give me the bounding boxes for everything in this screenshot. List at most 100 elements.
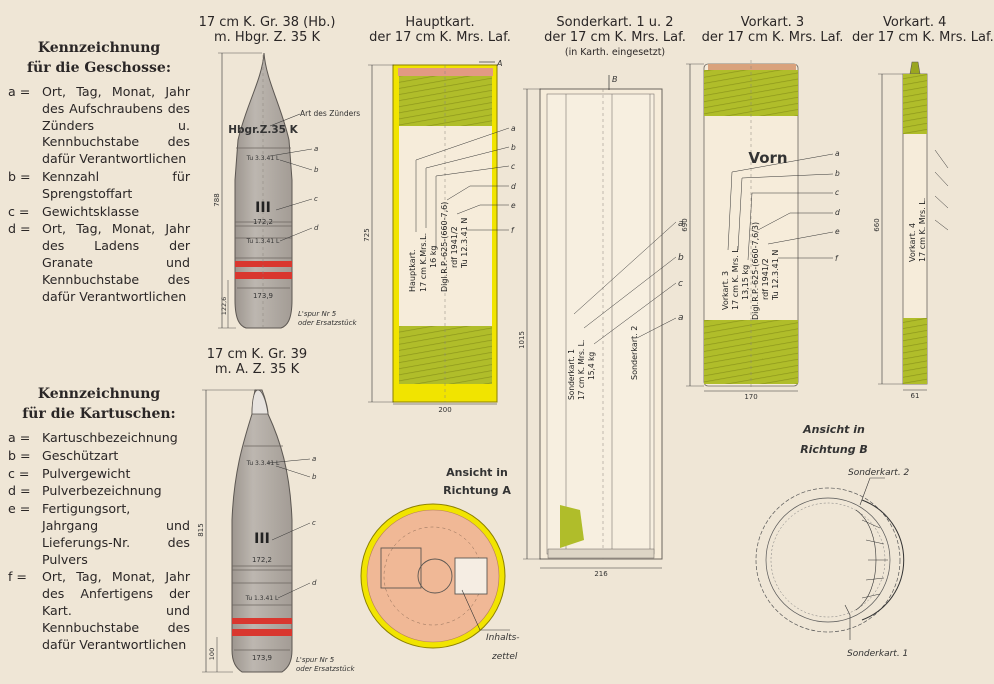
shell-38-drawing: Hbgr.Z.35 K Art des Zünders Tu 3.3.41 L … bbox=[213, 52, 360, 329]
vorkart4-line-1: Vorkart. 4 bbox=[908, 223, 917, 262]
view-a-note-2: zettel bbox=[491, 652, 518, 662]
legend-shell-item-c: c =Gewichtsklasse bbox=[8, 203, 140, 219]
shell38-tracer-1: L'spur Nr 5 bbox=[298, 310, 337, 318]
shell38-mark-c: c bbox=[314, 195, 318, 203]
shell39-tracer-1: L'spur Nr 5 bbox=[296, 656, 335, 664]
hauptkart-mark-a: a bbox=[511, 124, 516, 133]
hauptkart-mark-c: c bbox=[511, 162, 516, 171]
hauptkart-diam: 200 bbox=[438, 406, 451, 414]
vorkart3-line-5: rdf 1941/2 bbox=[761, 258, 770, 300]
shell38-mark-b: b bbox=[314, 166, 319, 174]
hauptkart-drawing: Hauptkart. 17 cm K.Mrs.L. 16 kg Digl.R.P… bbox=[363, 59, 516, 414]
shell39-mark-c: c bbox=[312, 519, 316, 527]
vorkart3-line-2: 17 cm K. Mrs. L. bbox=[731, 246, 740, 310]
hauptkart-mark-d: d bbox=[511, 182, 516, 191]
shell39-stamp-b: Tu 3.3.41 L bbox=[246, 460, 280, 467]
title-vorkart-4: Vorkart. 4 der 17 cm K. Mrs. Laf. bbox=[852, 15, 994, 45]
view-b-label-s2: Sonderkart. 2 bbox=[848, 468, 910, 478]
legend-cartridge-heading: Kennzeichnung für die Kartuschen: bbox=[22, 386, 176, 422]
legend-shell-item-b: b =Kennzahl für Sprengstoffart bbox=[8, 168, 190, 201]
sonderkart-mark-a: a bbox=[678, 219, 684, 229]
vorkart3-mark-c: c bbox=[835, 188, 840, 197]
vorkart3-mark-a: a bbox=[835, 149, 840, 158]
shell38-mark-a: a bbox=[314, 145, 318, 153]
vorkart3-line-4: Digl.R.P.-625-(660-7,6/3) bbox=[751, 222, 760, 320]
hauptkart-line-5: rdf 1941/2 bbox=[450, 226, 459, 268]
title-shell-39: 17 cm K. Gr. 39 m. A. Z. 35 K bbox=[206, 347, 308, 377]
sonderkart1-line-3: 15,4 kg bbox=[587, 352, 596, 380]
view-a-title-1: Ansicht in bbox=[446, 466, 508, 479]
hauptkart-line-4: Digl.R.P.-625-(660-7,6) bbox=[440, 202, 449, 292]
sonderkart-mark-b: b bbox=[678, 253, 684, 263]
shell-39-drawing: Tu 3.3.41 L III 172,2 Tu 1.3.41 L 173,9 … bbox=[197, 389, 355, 673]
shell39-mark-b: b bbox=[312, 473, 317, 481]
vorkart4-height: 660 bbox=[873, 218, 881, 231]
shell38-mark-d: d bbox=[314, 224, 319, 232]
view-a-title-2: Richtung A bbox=[443, 484, 511, 497]
vorkart3-mark-f: f bbox=[835, 254, 839, 263]
sonderkart-mark-c: c bbox=[678, 279, 683, 289]
shell39-num-c: 172,2 bbox=[252, 556, 272, 564]
vorkart4-diam: 61 bbox=[911, 392, 920, 400]
shell38-weight-class: III bbox=[255, 200, 271, 216]
title-shell-38: 17 cm K. Gr. 38 (Hb.) m. Hbgr. Z. 35 K bbox=[198, 15, 336, 45]
title-vorkart-3: Vorkart. 3 der 17 cm K. Mrs. Laf. bbox=[701, 15, 844, 45]
shell38-fuze-mark: Hbgr.Z.35 K bbox=[228, 124, 298, 136]
view-a-drawing: Ansicht in Richtung A Inhalts- zettel bbox=[360, 466, 520, 662]
hauptkart-line-3: 16 kg bbox=[429, 246, 438, 268]
sonderkart-height: 1015 bbox=[518, 331, 526, 349]
shell39-mark-a: a bbox=[312, 455, 316, 463]
vorkart3-diam: 170 bbox=[744, 393, 757, 401]
legend-cartridge-item-a: a =Kartuschbezeichnung bbox=[8, 430, 178, 445]
hauptkart-tag-a: A bbox=[496, 59, 502, 68]
legend-shell-heading: Kennzeichnung für die Geschosse: bbox=[27, 40, 171, 76]
sonderkart-tag-b: B bbox=[612, 75, 618, 84]
title-sonderkart: Sonderkart. 1 u. 2 der 17 cm K. Mrs. Laf… bbox=[544, 15, 686, 58]
hauptkart-mark-f: f bbox=[511, 226, 515, 235]
shell39-tracer-2: oder Ersatzstück bbox=[296, 665, 355, 673]
vorkart3-mark-b: b bbox=[835, 169, 840, 178]
hauptkart-height: 725 bbox=[363, 228, 371, 241]
view-b-title-2: Richtung B bbox=[800, 443, 868, 456]
shell39-weight-class: III bbox=[254, 531, 270, 547]
sonderkart-diam: 216 bbox=[594, 570, 608, 578]
shell38-stamp-d: Tu 1.3.41 L bbox=[246, 238, 280, 245]
shell39-len-total: 815 bbox=[197, 523, 205, 536]
hauptkart-line-1: Hauptkart. bbox=[408, 249, 417, 292]
legend-cartridge-item-d: d =Pulverbezeichnung bbox=[8, 483, 162, 499]
shell38-tracer-2: oder Ersatzstück bbox=[298, 319, 357, 327]
legend-shell-item-d: d =Ort, Tag, Monat, Jahr des Ladens der … bbox=[8, 221, 190, 304]
vorkart3-height: 690 bbox=[681, 218, 689, 231]
legend-shell-item-a: a =Ort, Tag, Monat, Jahr des Aufschraube… bbox=[8, 84, 190, 167]
vorkart3-vorn: Vorn bbox=[748, 149, 787, 167]
shell38-fuze-note: Art des Zünders bbox=[300, 109, 360, 118]
vorkart3-line-3: 13,15 kg bbox=[741, 265, 750, 300]
legend-cartridge-markings: Kennzeichnung für die Kartuschen: a =Kar… bbox=[8, 384, 190, 654]
sonderkart2-label: Sonderkart. 2 bbox=[630, 326, 639, 380]
legend-shell-markings: Kennzeichnung für die Geschosse: a =Ort,… bbox=[8, 38, 190, 306]
shell38-num-c: 172,2 bbox=[253, 218, 273, 226]
hauptkart-mark-e: e bbox=[511, 201, 516, 210]
vorkart3-line-1: Vorkart. 3 bbox=[721, 271, 730, 310]
sonderkart-mark-a2: a bbox=[678, 313, 684, 323]
hauptkart-mark-b: b bbox=[511, 143, 516, 152]
shell39-diam: 173,9 bbox=[252, 654, 272, 662]
shell38-diam: 173,9 bbox=[253, 292, 273, 300]
sonderkart1-line-2: 17 cm K. Mrs. L. bbox=[577, 340, 586, 400]
view-b-title-1: Ansicht in bbox=[802, 423, 865, 436]
legend-cartridge-item-c: c =Pulvergewicht bbox=[8, 465, 131, 481]
view-a-note-1: Inhalts- bbox=[486, 633, 520, 643]
legend-cartridge-item-b: b =Geschützart bbox=[8, 447, 119, 463]
sonderkart-drawing: Sonderkart. 1 17 cm K. Mrs. L. 15,4 kg S… bbox=[518, 75, 684, 578]
vorkart3-drawing: Vorn Vorkart. 3 17 cm K. Mrs. L. 13,15 k… bbox=[681, 60, 840, 401]
shell38-len-total: 788 bbox=[213, 193, 221, 206]
hauptkart-line-2: 17 cm K.Mrs.L. bbox=[419, 233, 428, 292]
view-b-label-s1: Sonderkart. 1 bbox=[847, 649, 908, 659]
sonderkart1-line-1: Sonderkart. 1 bbox=[567, 349, 576, 400]
legend-cartridge-item-f: f =Ort, Tag, Monat, Jahr des Anfertigens… bbox=[8, 569, 190, 652]
vorkart4-drawing: Vorkart. 4 17 cm K. Mrs. L. 660 61 bbox=[873, 61, 949, 400]
title-hauptkart: Hauptkart. der 17 cm K. Mrs. Laf. bbox=[369, 15, 511, 45]
view-b-drawing: Ansicht in Richtung B Sonderkart. 2 Sond… bbox=[755, 423, 910, 659]
